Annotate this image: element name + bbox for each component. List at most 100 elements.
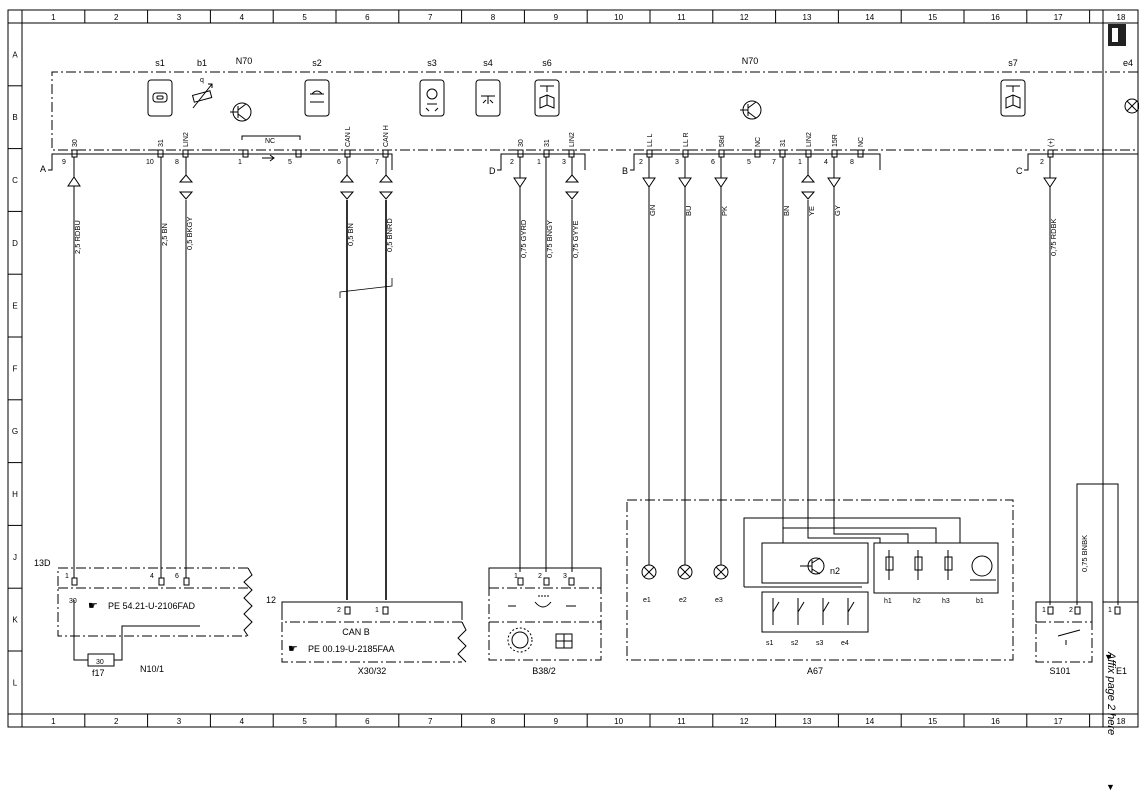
pin-label-b58d: 58d xyxy=(719,135,726,147)
pin-label-dlin2: LIN2 xyxy=(569,132,576,147)
a67-s2: s2 xyxy=(791,640,799,647)
n10-pin-4: 4 xyxy=(150,573,154,580)
side-note: Affix page 2 here ▼ ▼ xyxy=(1104,651,1117,792)
fuse-value: 30 xyxy=(96,659,104,666)
label-s6: s6 xyxy=(542,58,552,68)
frame xyxy=(7,9,1139,728)
s101-pin-2: 2 xyxy=(1069,607,1073,614)
wire-label-14: GY xyxy=(833,205,842,216)
transistor-left-icon xyxy=(230,102,252,122)
a67-h1: h1 xyxy=(884,598,892,605)
grid-column-label: 7 xyxy=(428,717,433,726)
pin-label-acanh: CAN H xyxy=(383,125,390,147)
a67-e2: e2 xyxy=(679,597,687,604)
grid-column-label: 16 xyxy=(991,13,1000,22)
grid-row-label: J xyxy=(13,553,17,562)
wire-label-8: 0,75 GYYE xyxy=(571,220,580,258)
wire-label-3: 0,5 BKGY xyxy=(185,217,194,250)
grid-column-label: 1 xyxy=(51,13,56,22)
label-e4: e4 xyxy=(1123,58,1133,68)
grid-column-label: 2 xyxy=(114,717,119,726)
x30-pin-1: 1 xyxy=(375,607,379,614)
grid-column-label: 9 xyxy=(554,717,559,726)
s101-pin-1: 1 xyxy=(1042,607,1046,614)
label-b1: b1 xyxy=(197,58,207,68)
a67-e4: e4 xyxy=(841,640,849,647)
grid-column-label: 6 xyxy=(365,13,370,22)
component-n10: 13D 1 4 6 30 ☛ PE 54.21-U-2106FAD 30 f17… xyxy=(34,558,253,678)
pin-label-b15r: 15R xyxy=(832,134,839,147)
n10-name: N10/1 xyxy=(140,664,164,674)
grid-column-label: 8 xyxy=(491,13,496,22)
grid-row-label: K xyxy=(12,616,18,625)
a67-e3: e3 xyxy=(715,597,723,604)
a67-s3: s3 xyxy=(816,640,824,647)
grid-column-label: 14 xyxy=(865,13,874,22)
grid-column-label: 13 xyxy=(803,13,812,22)
pin-label-alin2: LIN2 xyxy=(183,132,190,147)
grid-column-label: 3 xyxy=(177,717,182,726)
grid-row-label: H xyxy=(12,490,18,499)
pin-a7: 7 xyxy=(375,159,379,166)
pin-c2: 2 xyxy=(1040,159,1044,166)
n10-pin-1: 1 xyxy=(65,573,69,580)
pin-label-blr: LL R xyxy=(683,132,690,147)
wire-label-9: GN xyxy=(648,205,657,216)
nc-label-a: NC xyxy=(265,138,275,145)
wire-label-11: PK xyxy=(720,206,729,216)
grid-column-label: 18 xyxy=(1117,13,1126,22)
grid-row-label: F xyxy=(13,364,18,373)
connector-a-label: A xyxy=(40,164,46,174)
transistor-right-icon xyxy=(740,100,762,120)
grid-row-label: C xyxy=(12,176,18,185)
a67-name: A67 xyxy=(807,666,823,676)
module-labels: s1 b1 N70 s2 s3 s4 s6 N70 s7 e4 xyxy=(155,56,1133,68)
pin-label-bnc: NC xyxy=(755,137,762,147)
grid-column-label: 12 xyxy=(740,13,749,22)
pin-b5: 5 xyxy=(747,159,751,166)
grid-column-label: 18 xyxy=(1117,717,1126,726)
arrow-down-icon: ▼ xyxy=(1104,652,1113,662)
grid-column-label: 17 xyxy=(1054,717,1063,726)
pin-label-d30: 30 xyxy=(518,139,525,147)
pin-b2: 2 xyxy=(639,159,643,166)
wire-label-2: 2,5 BN xyxy=(160,223,169,246)
pin-b8: 8 xyxy=(850,159,854,166)
grid-column-label: 10 xyxy=(614,717,623,726)
grid-row-label: E xyxy=(12,302,17,311)
e1-pin-1: 1 xyxy=(1108,607,1112,614)
label-s2: s2 xyxy=(312,58,322,68)
b38-pin-3: 3 xyxy=(563,573,567,580)
n10-pin-6: 6 xyxy=(175,573,179,580)
pin-label-bnc2: NC xyxy=(858,137,865,147)
grid-column-label: 5 xyxy=(302,717,307,726)
pin-a1: 1 xyxy=(238,159,242,166)
pin-labels: 30 31 LIN2 CAN L CAN H 30 31 LIN2 LL L L… xyxy=(72,125,1055,147)
n70-boundary xyxy=(51,71,1138,151)
wire-label-16: 0,75 BNBK xyxy=(1080,535,1089,572)
grid-column-label: 17 xyxy=(1054,13,1063,22)
wire-label-12: BN xyxy=(782,206,791,216)
grid-column-label: 5 xyxy=(302,13,307,22)
grid-row-label: B xyxy=(12,113,17,122)
page-corner-icon xyxy=(1108,24,1126,46)
pin-label-acanl: CAN L xyxy=(345,126,352,147)
connector-c-label: C xyxy=(1016,166,1023,176)
pin-b4: 4 xyxy=(824,159,828,166)
x30-pin-2: 2 xyxy=(337,607,341,614)
switch-s4-icon xyxy=(475,79,501,117)
grid-column-label: 8 xyxy=(491,717,496,726)
wire-label-7: 0,75 BNGY xyxy=(545,220,554,258)
label-s4: s4 xyxy=(483,58,493,68)
pin-label-b31: 31 xyxy=(780,139,787,147)
pin-a10: 10 xyxy=(146,159,154,166)
svg-text:q: q xyxy=(200,77,204,84)
pointing-hand-icon: ☛ xyxy=(88,600,98,612)
module-symbols: q xyxy=(147,77,1139,122)
wire-label-5: 0,5 BNRD xyxy=(385,218,394,252)
grid-column-label: 4 xyxy=(240,13,245,22)
a67-b1: b1 xyxy=(976,598,984,605)
grid-column-label: 16 xyxy=(991,717,1000,726)
